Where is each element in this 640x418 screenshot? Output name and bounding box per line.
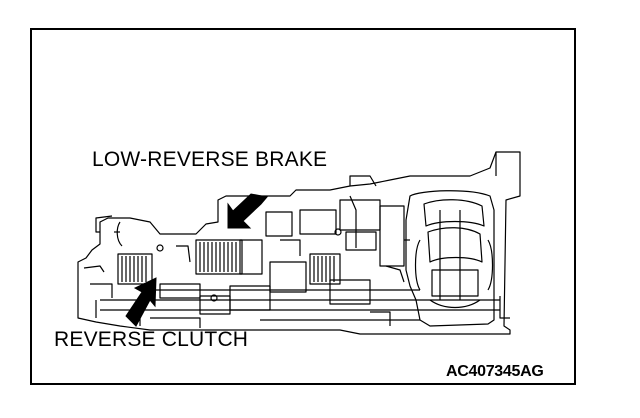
torque-converter — [405, 190, 495, 327]
housing-outline — [77, 151, 521, 335]
reverse-clutch-pack — [117, 253, 153, 285]
reverse-clutch-label: REVERSE CLUTCH — [54, 328, 249, 351]
figure-code: AC407345AG — [446, 363, 544, 380]
main-shaft — [100, 299, 500, 311]
low-reverse-brake-label: LOW-REVERSE BRAKE — [92, 148, 328, 171]
arrow-to-reverse-clutch — [125, 277, 157, 327]
arrow-to-low-reverse-brake — [227, 193, 268, 229]
middle-clutch-pack — [309, 253, 341, 285]
figure-frame — [30, 28, 576, 385]
low-reverse-brake-pack — [195, 239, 263, 275]
